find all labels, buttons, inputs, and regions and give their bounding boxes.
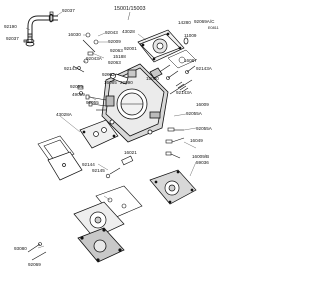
part-label: 15080 bbox=[146, 76, 159, 81]
part-label: 11009 bbox=[184, 33, 197, 38]
part-label: 16021 bbox=[124, 150, 137, 155]
idle-spring-screw bbox=[169, 79, 193, 95]
assembly-number: 15001/15003 bbox=[114, 6, 145, 12]
clamp bbox=[23, 11, 54, 44]
jets-right bbox=[165, 127, 185, 159]
part-label: 14280 bbox=[178, 20, 191, 25]
part-label: 92043 bbox=[105, 30, 118, 35]
check-valve-plate bbox=[79, 119, 119, 149]
part-label: 92037 bbox=[6, 36, 19, 41]
part-label: 93080 bbox=[14, 246, 27, 251]
throttle-lever bbox=[110, 73, 129, 85]
part-label: 92055A bbox=[196, 126, 213, 131]
part-label: 43028 bbox=[122, 29, 135, 34]
lower-cover-assembly bbox=[149, 169, 197, 205]
part-label: 49019 bbox=[72, 92, 85, 97]
part-label: 16049 bbox=[190, 138, 203, 143]
part-label: 92009 bbox=[108, 39, 121, 44]
part-label: 43028A bbox=[56, 112, 73, 117]
part-label: 59036 bbox=[196, 160, 209, 165]
part-label: 92055 bbox=[86, 100, 99, 105]
screw-set-right bbox=[156, 64, 196, 80]
lower-diaphragm bbox=[73, 201, 125, 239]
leader-lines bbox=[25, 11, 197, 249]
lower-screw bbox=[27, 242, 47, 261]
part-label: 92037 bbox=[62, 8, 75, 13]
figure-code: E0811 bbox=[208, 26, 219, 30]
part-label: 92052 bbox=[102, 72, 115, 77]
part-label: 92144 bbox=[82, 162, 95, 167]
part-label: 16085 bbox=[104, 80, 117, 85]
part-label: 16030 bbox=[68, 32, 81, 37]
part-label: 92143 bbox=[64, 66, 77, 71]
part-label: 15188 bbox=[113, 54, 126, 59]
part-label: 92190 bbox=[4, 24, 17, 29]
part-label: 92143A bbox=[196, 66, 213, 71]
part-label: 92069A/C bbox=[194, 19, 215, 24]
exploded-parts-diagram: 15001/15003 E0811 bbox=[4, 6, 219, 267]
part-label: 92063 bbox=[110, 48, 123, 53]
cover-plate-left bbox=[47, 151, 83, 181]
parts-diagram-page: 15001/15003 E0811 bbox=[4, 6, 219, 267]
part-label: 92143A bbox=[176, 90, 193, 95]
part-label: 92001 bbox=[124, 46, 137, 51]
pump-diaphragm-assembly bbox=[137, 29, 189, 63]
lower-cover bbox=[77, 227, 125, 263]
part-label: 92055A bbox=[186, 111, 203, 116]
pilot-screw bbox=[105, 155, 134, 179]
carburetor-body bbox=[101, 63, 169, 143]
part-label: 16009/B bbox=[192, 154, 209, 159]
part-label: 92063 bbox=[108, 60, 121, 65]
pump-gasket bbox=[167, 49, 197, 69]
part-label: 16009 bbox=[196, 102, 209, 107]
part-label: 92069 bbox=[28, 262, 41, 267]
hose-elbow bbox=[25, 14, 58, 47]
part-label: 92043A bbox=[86, 56, 103, 61]
part-label: 16087 bbox=[184, 58, 197, 63]
mixture-screws bbox=[85, 94, 107, 111]
part-label: 92055 bbox=[70, 84, 83, 89]
part-label: 92145 bbox=[92, 168, 105, 173]
part-label: 22090 bbox=[120, 80, 133, 85]
